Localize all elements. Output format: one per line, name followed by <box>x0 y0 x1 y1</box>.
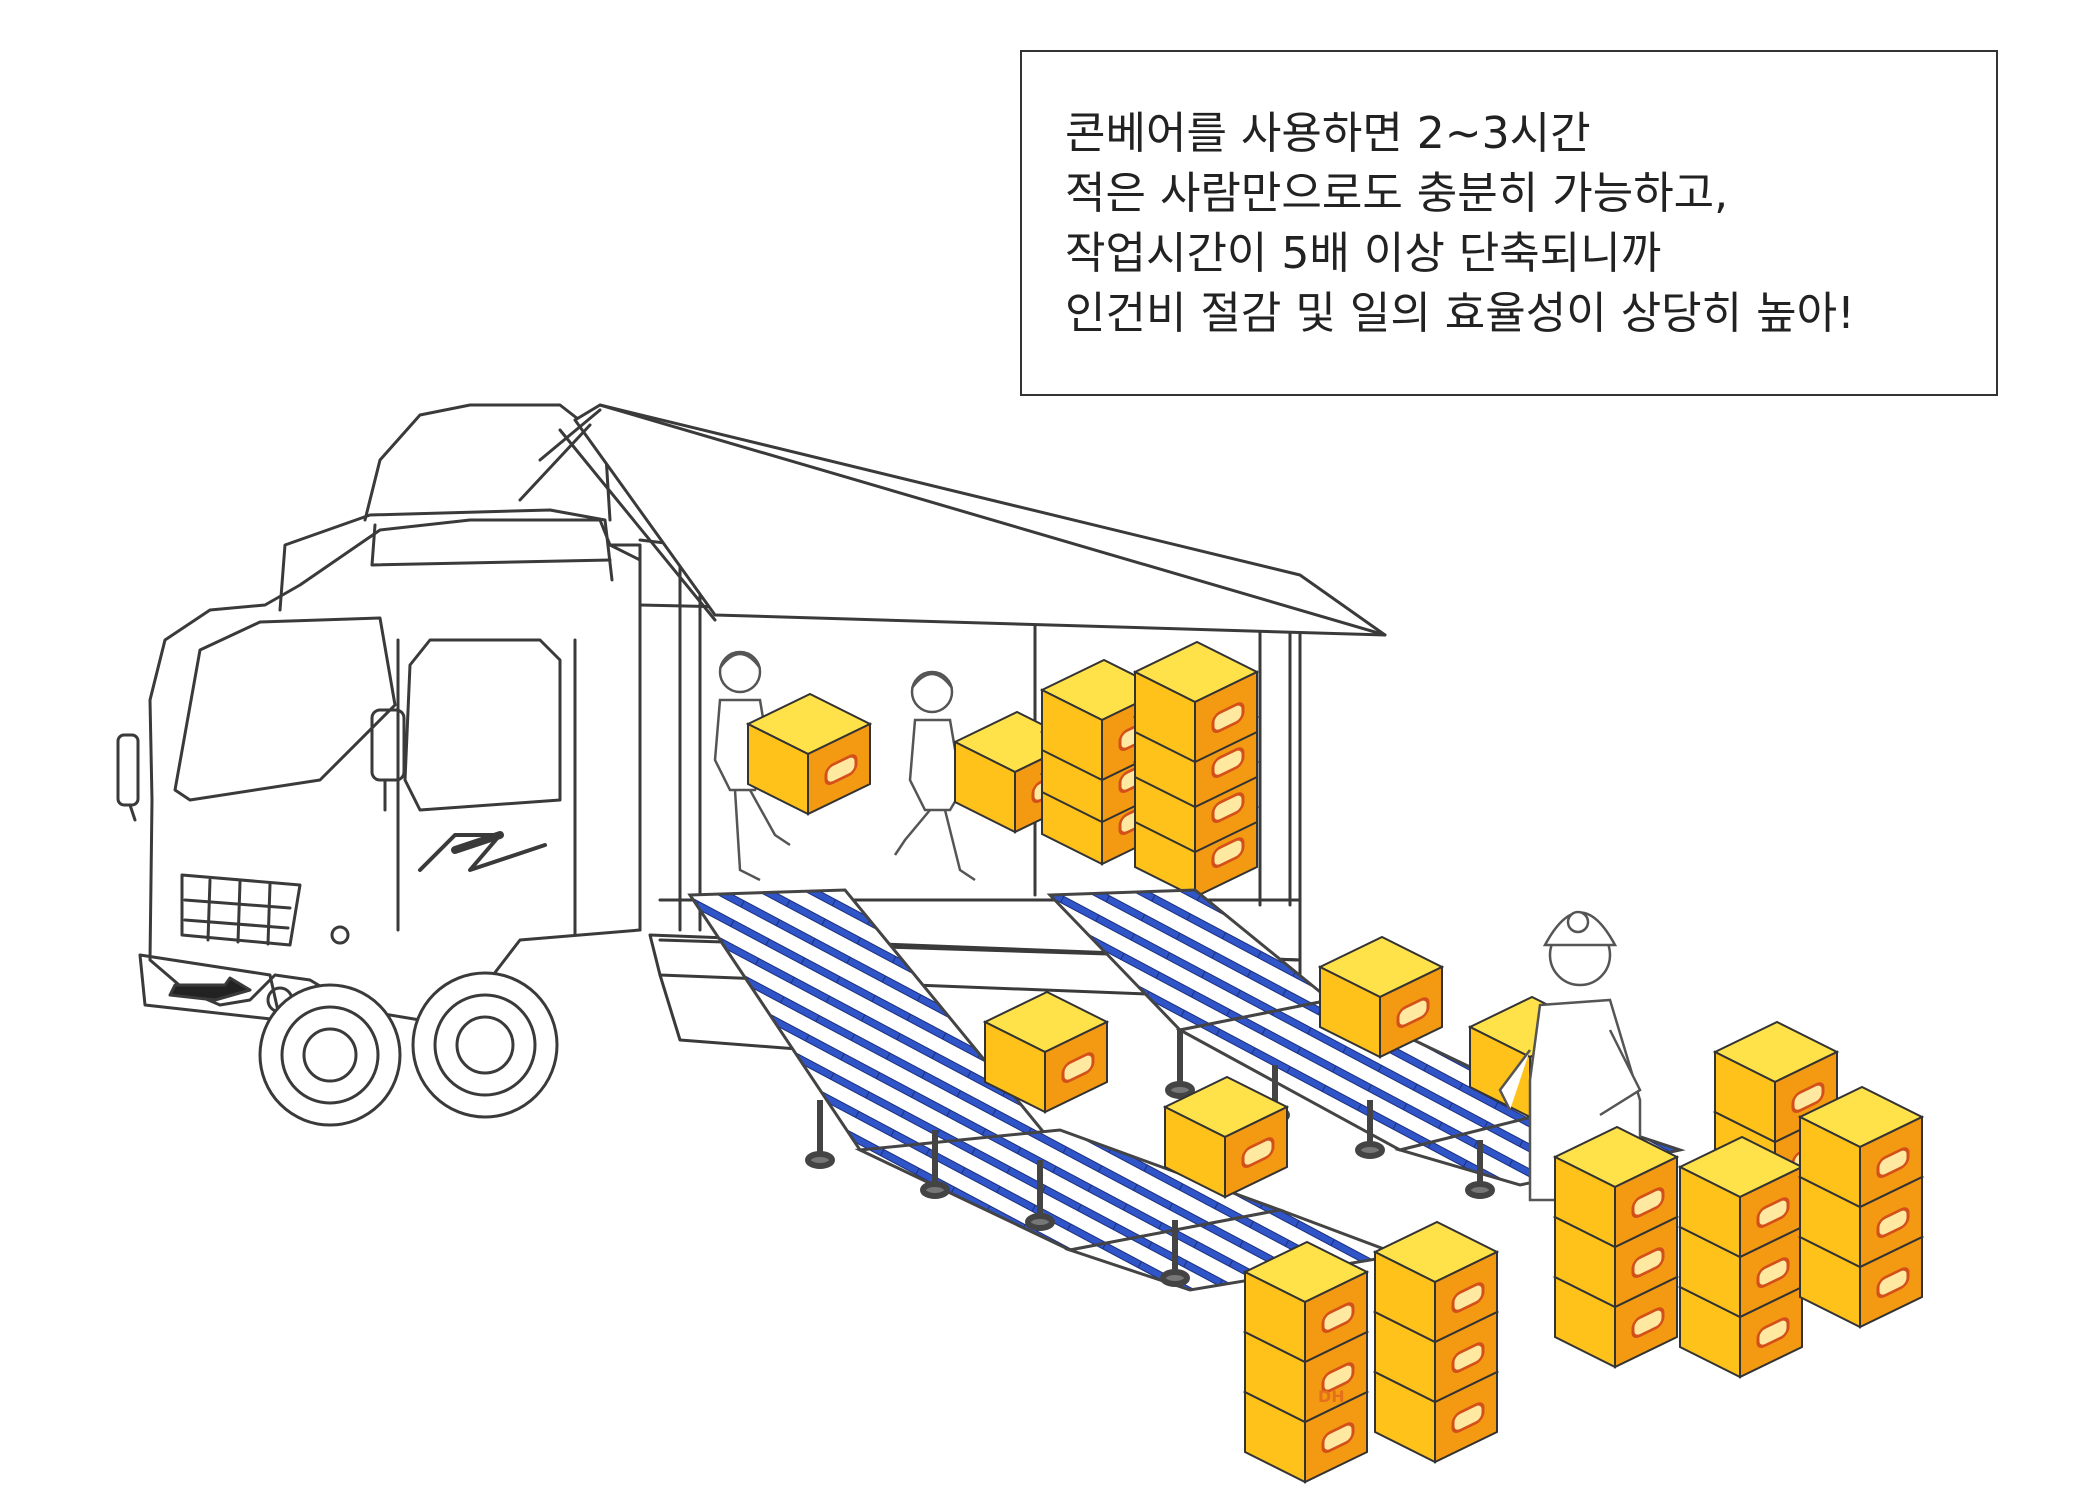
caption-line-4: 인건비 절감 및 일의 효율성이 상당히 높아! <box>1065 288 1855 339</box>
box-logo-label: DH <box>1318 1387 1345 1406</box>
caption-line-3: 작업시간이 5배 이상 단축되니까 <box>1065 228 1662 279</box>
caption-line-2: 적은 사람만으로도 충분히 가능하고, <box>1065 168 1729 219</box>
truck-box-stacks <box>1040 640 1259 899</box>
caption-line-1: 콘베어를 사용하면 2~3시간 <box>1065 108 1591 159</box>
conveyor-left <box>687 888 1406 1292</box>
carried-box-1 <box>746 692 872 816</box>
caption-box <box>1020 50 1998 396</box>
